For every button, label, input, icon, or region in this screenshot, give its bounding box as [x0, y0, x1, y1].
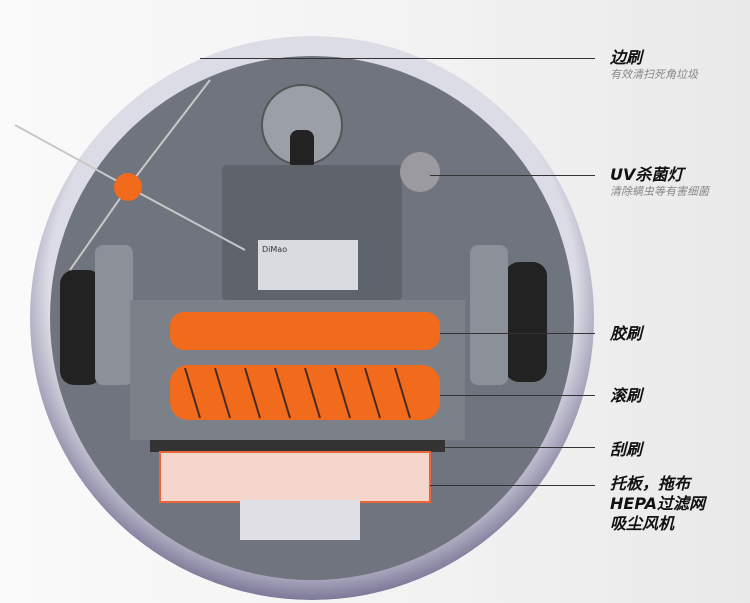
callout-subtitle: 清除螨虫等有害细菌	[610, 185, 709, 198]
wheel-left	[60, 270, 102, 385]
callout-rubber-brush: 胶刷	[610, 324, 642, 344]
callout-dustbin: 托板，拖布 HEPA过滤网 吸尘风机	[610, 474, 705, 534]
callout-squeegee: 刮刷	[610, 440, 642, 460]
callout-title: 刮刷	[610, 440, 643, 459]
caster-tire	[290, 130, 314, 170]
callout-line-squeegee	[440, 447, 595, 448]
dustbin-handle	[240, 500, 360, 540]
wheel-housing-right	[470, 245, 508, 385]
callout-line-uv	[430, 175, 595, 176]
callout-title: 胶刷	[610, 324, 643, 343]
callout-title: UV杀菌灯	[610, 165, 684, 184]
rubber-brush	[170, 312, 440, 350]
callout-title: 边刷	[610, 48, 643, 67]
wheel-housing-left	[95, 245, 133, 385]
uv-lamp	[400, 152, 440, 192]
bristle-brush	[170, 365, 440, 420]
callout-title-line: 托板，拖布	[610, 474, 691, 493]
callout-title-line: HEPA过滤网	[610, 494, 705, 513]
callout-title: 滚刷	[610, 386, 643, 405]
callout-uv-lamp: UV杀菌灯 清除螨虫等有害细菌	[610, 165, 709, 199]
spec-label	[258, 240, 358, 290]
callout-subtitle: 有效清扫死角垃圾	[610, 68, 698, 81]
callout-line-rubber-brush	[440, 333, 595, 334]
callout-line-side-brush	[200, 58, 595, 59]
callout-title-line: 吸尘风机	[610, 514, 675, 533]
squeegee	[150, 440, 445, 452]
side-brush-hub	[114, 173, 142, 201]
side-brush	[14, 79, 246, 271]
svg-text:DiMao: DiMao	[262, 245, 287, 254]
dustbin-filter	[159, 451, 431, 503]
wheel-right	[505, 262, 547, 382]
callout-side-brush: 边刷 有效清扫死角垃圾	[610, 48, 698, 82]
callout-line-roller-brush	[440, 395, 595, 396]
callout-line-dustbin	[430, 485, 595, 486]
callout-roller-brush: 滚刷	[610, 386, 642, 406]
